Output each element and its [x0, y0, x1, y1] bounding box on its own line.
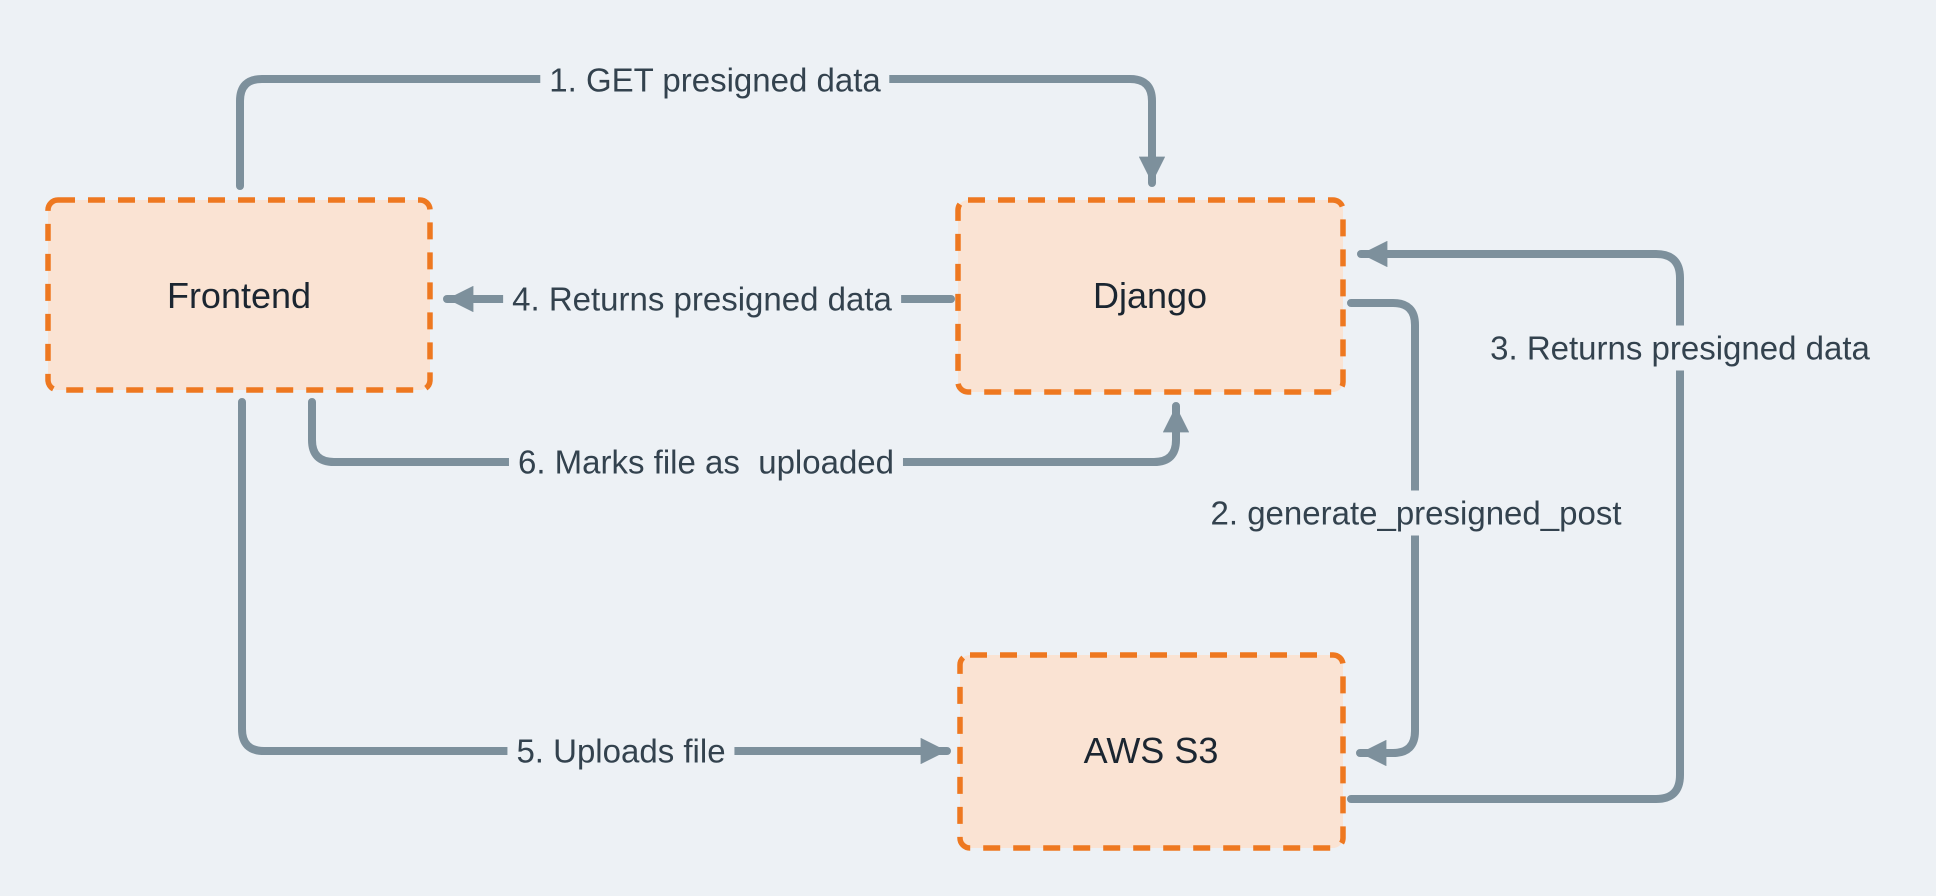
edge-label-6: 6. Marks file as uploaded — [508, 439, 904, 485]
edge-3-connector-aws-s3-to-django — [1347, 240, 1684, 803]
aws-s3-node-box — [957, 652, 1346, 851]
django-node-box — [955, 197, 1346, 395]
edge-5-connector-frontend-to-aws-s3 — [238, 398, 951, 765]
edge-label-2: 2. generate_presigned_post — [1201, 490, 1631, 536]
edge-label-1: 1. GET presigned data — [540, 57, 890, 103]
edge-label-4: 4. Returns presigned data — [503, 276, 901, 322]
frontend-node-box — [45, 197, 433, 393]
edge-label-5: 5. Uploads file — [507, 728, 735, 774]
edge-label-3: 3. Returns presigned data — [1481, 325, 1879, 371]
node-label-django: Django — [1092, 275, 1208, 316]
node-label-aws-s3: AWS S3 — [1083, 730, 1219, 771]
node-label-frontend: Frontend — [166, 275, 312, 316]
